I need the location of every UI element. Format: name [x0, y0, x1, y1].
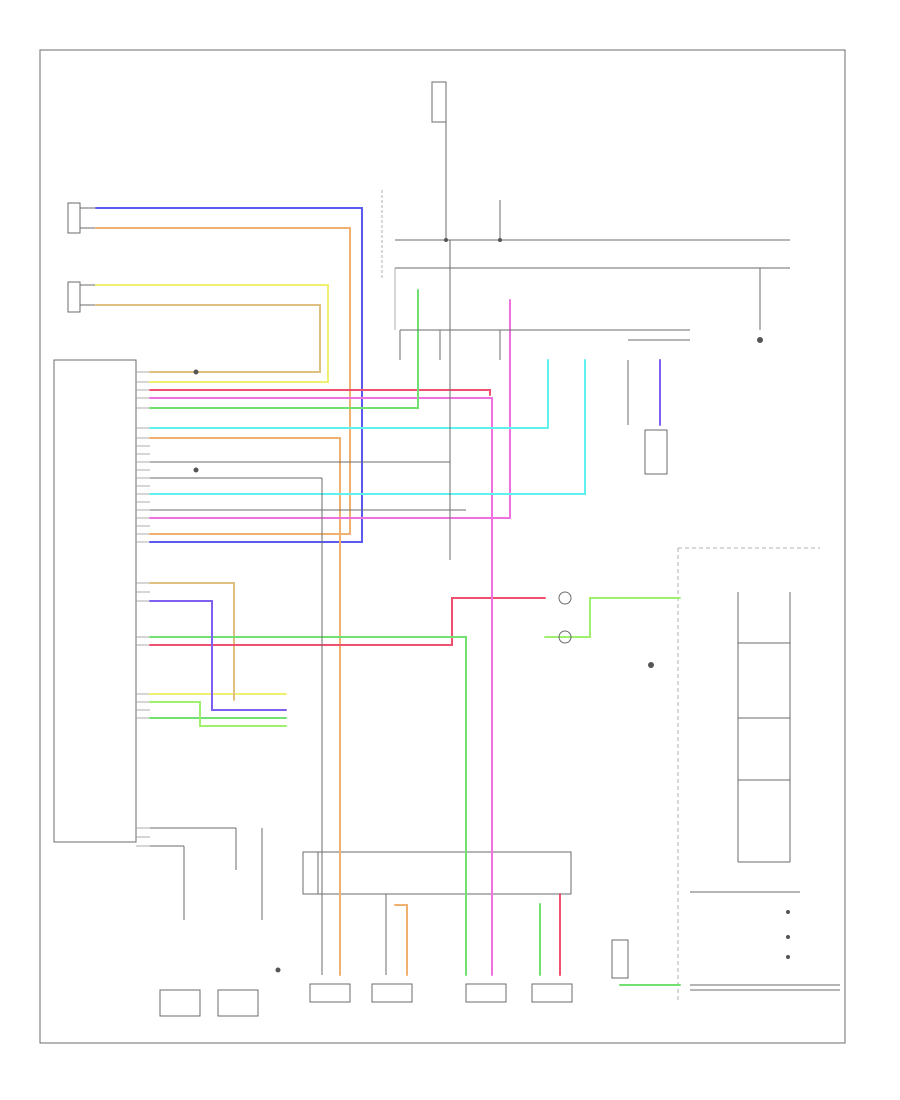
- rear-left-speaker: [67, 281, 96, 313]
- wire-lime: [149, 597, 681, 727]
- wire-red: [149, 389, 561, 976]
- wire-orange: [95, 227, 408, 976]
- wire-yellow: [95, 284, 329, 695]
- junction-dots: [193, 238, 790, 973]
- fuse-block-top: [381, 81, 790, 330]
- control-unit-pins: [136, 371, 150, 847]
- wire-green: [149, 289, 681, 986]
- wire-gray-group: [150, 240, 761, 975]
- relay-box: [302, 851, 572, 895]
- indicator-lamps: [558, 591, 572, 644]
- diagram-frame: [39, 49, 846, 1044]
- wire-pink: [149, 299, 511, 976]
- switch-panel: [677, 547, 840, 1000]
- wire-blue: [95, 207, 363, 543]
- wire-violet: [149, 359, 661, 711]
- wire-cyan: [149, 359, 586, 495]
- control-unit-box: [53, 359, 137, 843]
- wire-tan: [95, 304, 321, 701]
- rear-right-speaker: [67, 202, 96, 234]
- bottom-loads: [159, 429, 668, 1017]
